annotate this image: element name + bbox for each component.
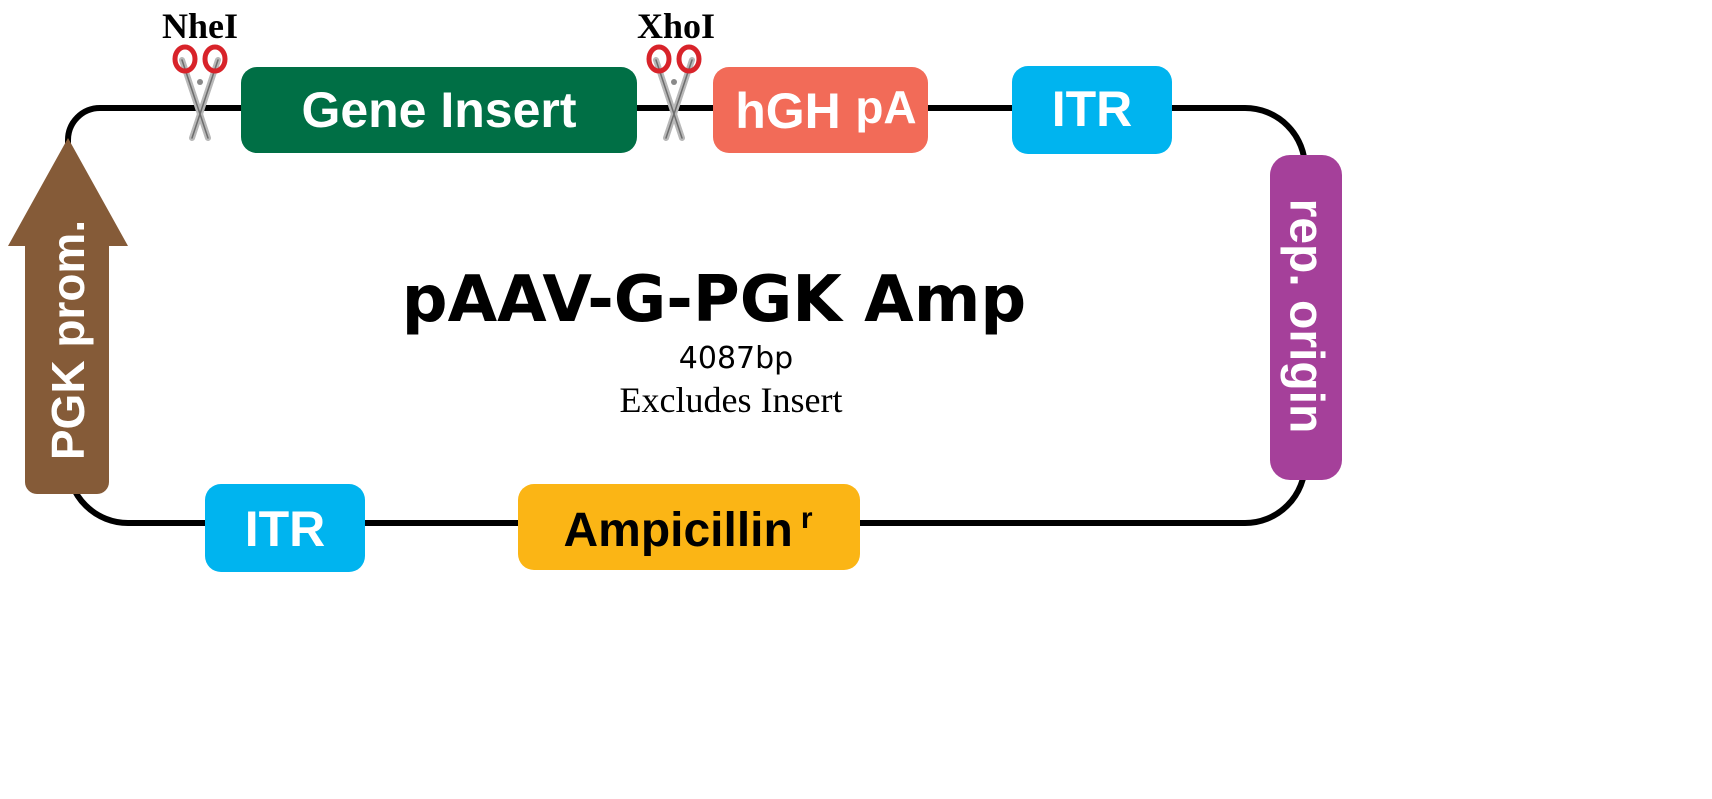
pgk-promoter-shape [8, 138, 128, 494]
plasmid-name: pAAV-G-PGK Amp [402, 263, 1026, 337]
itr-top-box [1012, 66, 1172, 154]
rep-origin-feature: rep. origin [1270, 155, 1342, 480]
gene-insert-feature: Gene Insert [241, 67, 637, 153]
nhei-site-label: NheI [162, 6, 238, 46]
plasmid-size: 4087bp [679, 341, 793, 376]
ampicillin-feature: Ampicillin r [518, 484, 860, 570]
ampicillin-label: Ampicillin r [563, 502, 812, 557]
hgh-pa-label-hgh: hGH [735, 83, 841, 139]
scissors-icon [646, 44, 702, 141]
rep-origin-box [1270, 155, 1342, 480]
hgh-pa-feature: hGH pA [713, 67, 928, 153]
itr-top-label: ITR [1052, 81, 1133, 137]
ampicillin-box [518, 484, 860, 570]
hgh-pa-box [713, 67, 928, 153]
gene-insert-label: Gene Insert [301, 82, 576, 138]
plasmid-backbone [65, 105, 1308, 526]
xhoi-site-label: XhoI [637, 6, 715, 46]
hgh-pa-label-pa: pA [855, 81, 916, 133]
pgk-promoter-label: PGK prom. [42, 220, 94, 460]
gene-insert-box [241, 67, 637, 153]
ampicillin-label-superscript: r [801, 502, 813, 535]
ampicillin-label-main: Ampicillin [563, 504, 792, 557]
scissors-icon [172, 44, 228, 141]
pgk-promoter-arrow: PGK prom. [8, 138, 128, 494]
rep-origin-label: rep. origin [1280, 199, 1333, 434]
itr-bottom-label: ITR [245, 501, 326, 557]
itr-bottom-box [205, 484, 365, 572]
itr-top-feature: ITR [1012, 66, 1172, 154]
itr-bottom-feature: ITR [205, 484, 365, 572]
plasmid-note: Excludes Insert [620, 380, 843, 420]
